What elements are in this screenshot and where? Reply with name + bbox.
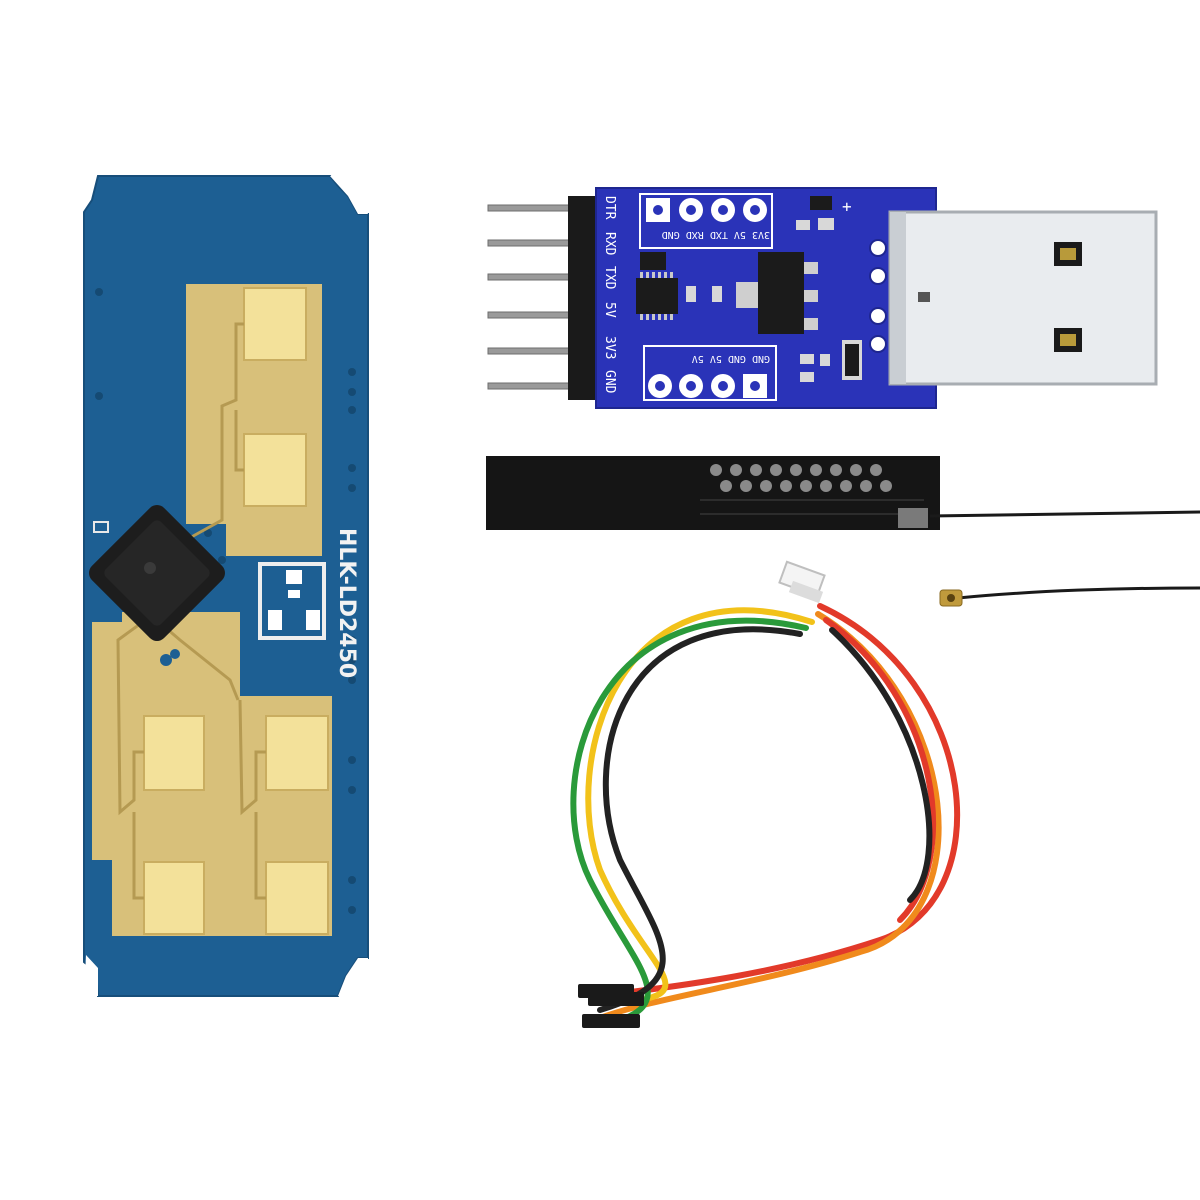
jst-connector bbox=[778, 560, 826, 604]
jumper-cable-bundle bbox=[570, 603, 961, 1023]
side-label-5: 3V3 bbox=[602, 336, 617, 359]
flex-antenna bbox=[486, 456, 1200, 530]
usb-serial-chip bbox=[636, 252, 678, 320]
side-label-1: DTR bbox=[602, 196, 617, 220]
usb-ttl-adapter: DTR RXD TXD 5V 3V3 GND 3V3 5V TXD RXD GN… bbox=[487, 187, 1158, 409]
side-label-3: TXD bbox=[602, 266, 617, 290]
bottom-pad-labels: GND GND 5V 5V bbox=[692, 353, 770, 364]
ufl-cable bbox=[939, 586, 1200, 607]
radar-chip bbox=[89, 505, 225, 641]
tx-antenna-patches bbox=[243, 287, 307, 507]
usb-a-plug bbox=[888, 210, 1158, 386]
radar-module-board: HLK-LD2450 bbox=[83, 175, 369, 997]
voltage-regulator bbox=[736, 252, 818, 334]
regulator-pads bbox=[258, 562, 326, 640]
header-pins bbox=[487, 196, 598, 400]
radar-model-label: HLK-LD2450 bbox=[334, 528, 359, 678]
side-label-6: GND bbox=[602, 370, 617, 394]
dupont-connectors bbox=[578, 984, 644, 1028]
top-pad-labels: 3V3 5V TXD RXD GND bbox=[662, 229, 770, 240]
top-pad-row: 3V3 5V TXD RXD GND bbox=[639, 193, 773, 249]
side-label-4: 5V bbox=[602, 302, 617, 318]
side-label-2: RXD bbox=[602, 232, 617, 256]
bottom-pad-row: GND GND 5V 5V bbox=[643, 345, 777, 401]
led-polarity-mark: + bbox=[842, 197, 852, 216]
